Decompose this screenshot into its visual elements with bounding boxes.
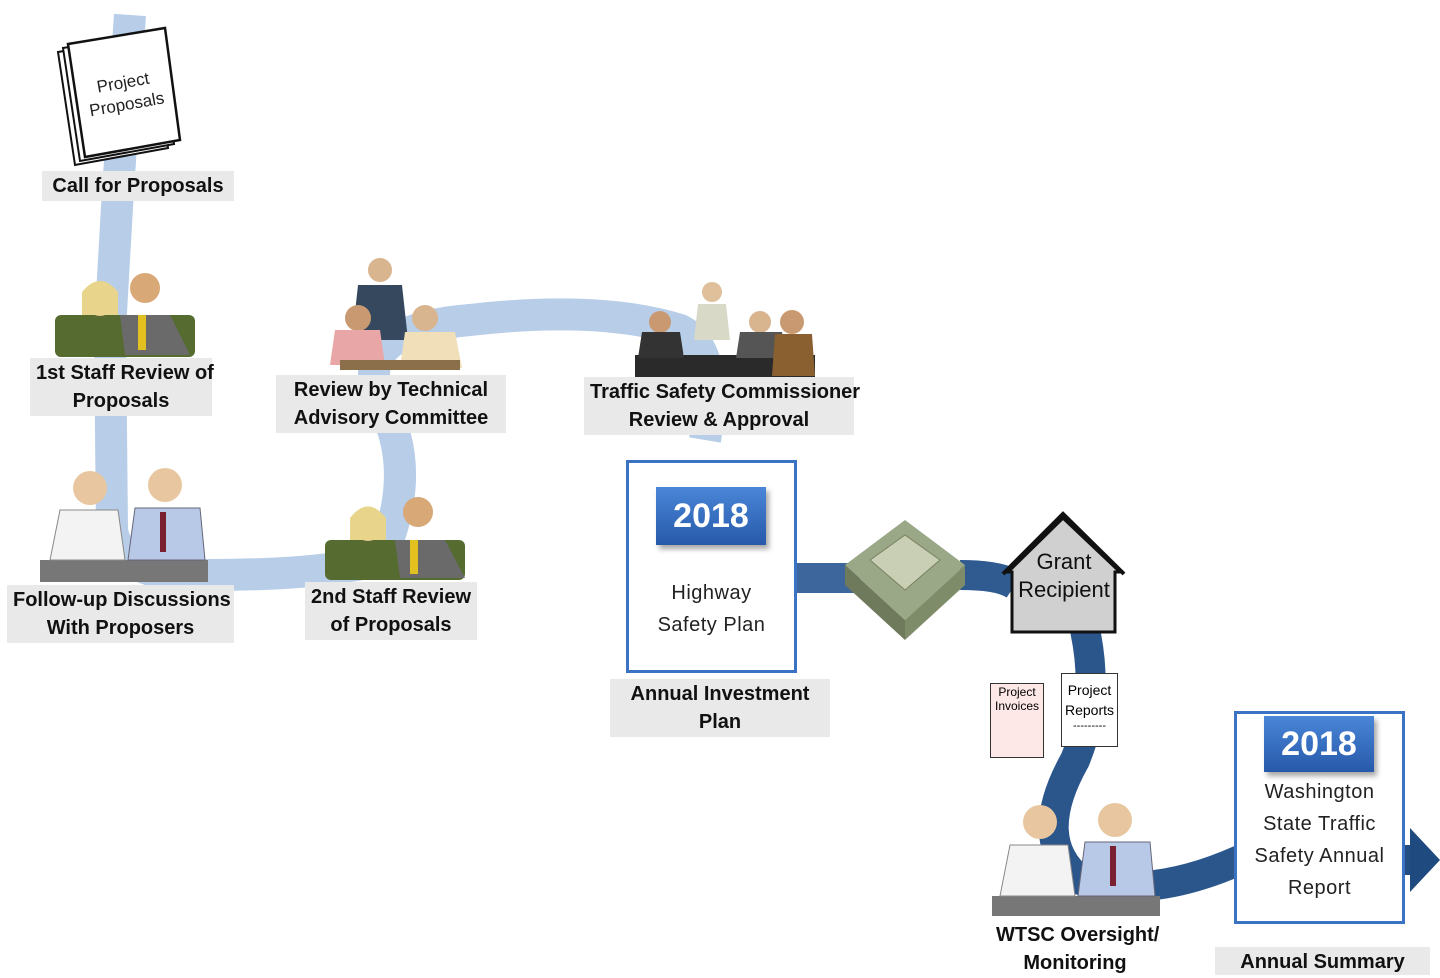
- reports-line1: Project: [1067, 682, 1112, 698]
- commission-approval-caption: Traffic Safety Commissioner Review & App…: [584, 377, 861, 435]
- plan-text-line1: Highway: [671, 582, 752, 604]
- reports-line2: Reports: [1064, 702, 1115, 718]
- oversight-line1: WTSC Oversight/: [996, 924, 1160, 946]
- proposals-document-icon: [56, 26, 182, 167]
- second-staff-review-caption: 2nd Staff Review of Proposals: [305, 582, 477, 640]
- project-invoices-document: Project Invoices: [990, 683, 1044, 758]
- annual-report-box: 2018 Washington State Traffic Safety Ann…: [1234, 711, 1405, 924]
- oversight-people-icon: [992, 803, 1160, 916]
- commission-line1: Traffic Safety Commissioner: [590, 381, 861, 403]
- report-year-badge: 2018: [1264, 716, 1374, 772]
- first-review-people-icon: [55, 273, 195, 357]
- second-review-people-icon: [325, 497, 465, 580]
- investment-plan-line1: Annual Investment: [630, 683, 810, 705]
- project-reports-document: Project Reports ---------: [1061, 673, 1118, 747]
- report-line4: Report: [1287, 877, 1352, 899]
- tac-line1: Review by Technical: [293, 379, 489, 401]
- grant-recipient-label: Grant Recipient: [1012, 548, 1116, 604]
- first-staff-review-caption: 1st Staff Review of Proposals: [30, 358, 214, 416]
- oversight-line2: Monitoring: [1023, 952, 1127, 974]
- second-review-line1: 2nd Staff Review: [311, 586, 472, 608]
- wtsc-oversight-caption: WTSC Oversight/ Monitoring: [990, 920, 1160, 978]
- plan-year-badge: 2018: [656, 487, 766, 545]
- investment-plan-line2: Plan: [698, 711, 742, 733]
- flow-path-light: [93, 13, 726, 592]
- invoices-line1: Project: [998, 685, 1036, 699]
- arrow-head: [1410, 828, 1440, 892]
- tac-review-caption: Review by Technical Advisory Committee: [276, 375, 506, 433]
- first-review-line2: Proposals: [72, 390, 170, 412]
- followup-people-icon: [40, 468, 208, 582]
- call-for-proposals-label: Call for Proposals: [52, 175, 224, 197]
- tac-line2: Advisory Committee: [293, 407, 489, 429]
- invoices-line2: Invoices: [994, 699, 1040, 713]
- annual-investment-plan-caption: Annual Investment Plan: [610, 679, 830, 737]
- report-line3: Safety Annual: [1254, 845, 1385, 867]
- tac-meeting-people-icon: [330, 258, 462, 370]
- plan-text: Highway Safety Plan: [629, 577, 794, 641]
- reports-line3: ---------: [1073, 720, 1106, 732]
- annual-report-text: Washington State Traffic Safety Annual R…: [1237, 776, 1402, 904]
- report-line1: Washington: [1264, 781, 1375, 803]
- first-review-line1: 1st Staff Review of: [36, 362, 214, 384]
- followup-line2: With Proposers: [46, 617, 195, 639]
- annual-summary-label: Annual Summary: [1240, 951, 1405, 973]
- money-stack-icon: [845, 520, 965, 640]
- highway-safety-plan-box: 2018 Highway Safety Plan: [626, 460, 797, 673]
- grant-line2: Recipient: [1018, 577, 1110, 602]
- grant-line1: Grant: [1036, 549, 1092, 574]
- second-review-line2: of Proposals: [330, 614, 452, 636]
- followup-line1: Follow-up Discussions: [13, 589, 231, 611]
- plan-text-line2: Safety Plan: [657, 614, 766, 636]
- followup-discussions-caption: Follow-up Discussions With Proposers: [7, 585, 234, 643]
- commission-meeting-people-icon: [635, 282, 815, 377]
- grant-recipient-house-icon: [1001, 511, 1126, 634]
- annual-summary-caption: Annual Summary: [1215, 947, 1430, 975]
- report-line2: State Traffic: [1263, 813, 1376, 835]
- commission-line2: Review & Approval: [628, 409, 810, 431]
- call-for-proposals-caption: Call for Proposals: [42, 171, 234, 201]
